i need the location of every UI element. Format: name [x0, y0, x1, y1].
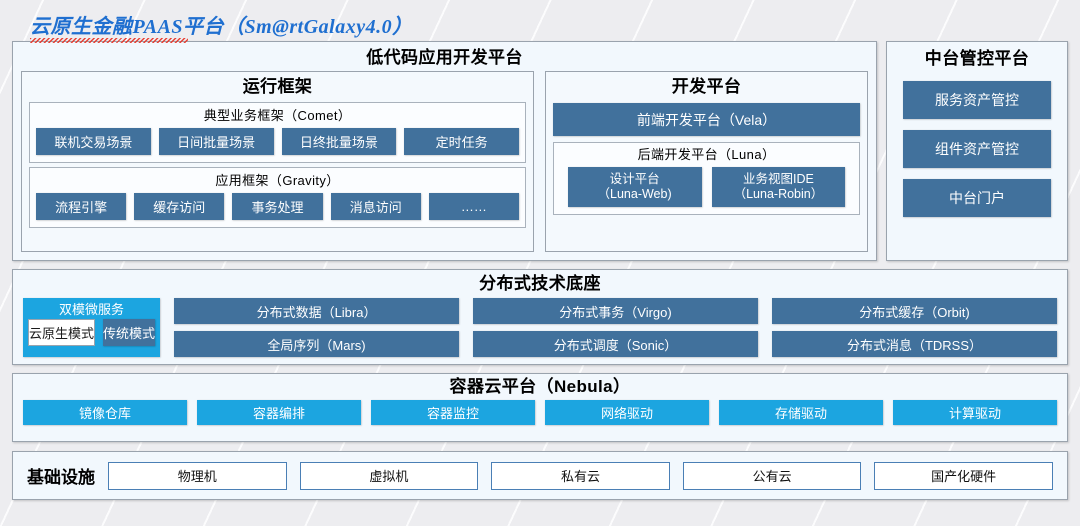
chip-luna-robin-line2: （Luna-Robin）	[733, 187, 824, 201]
chip-scheduled-task[interactable]: 定时任务	[404, 128, 519, 155]
chip-luna-robin[interactable]: 业务视图IDE （Luna-Robin）	[711, 167, 846, 207]
chip-physical-machine[interactable]: 物理机	[108, 461, 287, 490]
chip-process-engine[interactable]: 流程引擎	[36, 193, 127, 220]
development-platform-panel: 开发平台 前端开发平台（Vela） 后端开发平台（Luna） 设计平台 （Lun…	[545, 71, 868, 252]
gravity-framework-header: 应用框架（Gravity）	[215, 173, 340, 188]
chip-virtual-machine[interactable]: 虚拟机	[299, 461, 479, 490]
comet-framework-header: 典型业务框架（Comet）	[203, 108, 352, 123]
page-title: 云原生金融PAAS平台（Sm@rtGalaxy4.0）	[30, 10, 413, 43]
dualmode-microservice-group: 双模微服务 云原生模式 传统模式	[23, 298, 161, 357]
chip-storage-driver[interactable]: 存储驱动	[719, 400, 883, 425]
chip-luna-web-line2: （Luna-Web)	[597, 187, 672, 201]
chip-traditional-mode[interactable]: 传统模式	[103, 319, 156, 346]
chip-network-driver[interactable]: 网络驱动	[545, 400, 709, 425]
dualmode-microservice-items: 云原生模式 传统模式	[28, 319, 156, 346]
chip-global-sequence-mars[interactable]: 全局序列（Mars)	[174, 331, 460, 357]
distributed-tech-column-2: 分布式事务（Virgo) 分布式调度（Sonic）	[473, 298, 758, 357]
chip-public-cloud[interactable]: 公有云	[682, 461, 862, 490]
distributed-tech-column-3: 分布式缓存（Orbit) 分布式消息（TDRSS）	[772, 298, 1057, 357]
chip-private-cloud[interactable]: 私有云	[491, 461, 670, 490]
comet-framework-panel: 典型业务框架（Comet） 联机交易场景 日间批量场景 日终批量场景 定时任务	[29, 102, 526, 163]
chip-distributed-message-tdrss[interactable]: 分布式消息（TDRSS）	[772, 331, 1057, 357]
distributed-tech-header: 分布式技术底座	[479, 274, 601, 293]
chip-domestic-hardware[interactable]: 国产化硬件	[874, 461, 1053, 490]
spellcheck-underline-icon	[30, 37, 188, 43]
backend-dev-platform-header: 后端开发平台（Luna）	[637, 147, 776, 162]
chip-intraday-batch[interactable]: 日间批量场景	[158, 128, 274, 155]
chip-eod-batch[interactable]: 日终批量场景	[281, 128, 397, 155]
distributed-tech-grid: 双模微服务 云原生模式 传统模式 分布式数据（Libra） 全局序列（Mars)…	[23, 298, 1057, 357]
chip-cloud-native-mode[interactable]: 云原生模式	[28, 319, 96, 346]
midplatform-panel: 中台管控平台 服务资产管控 组件资产管控 中台门户	[886, 41, 1068, 261]
container-cloud-header: 容器云平台（Nebula）	[449, 377, 631, 396]
lowcode-platform-header: 低代码应用开发平台	[366, 48, 523, 67]
chip-transaction-processing[interactable]: 事务处理	[232, 193, 323, 220]
title-bar: 云原生金融PAAS平台（Sm@rtGalaxy4.0）	[8, 7, 1072, 43]
chip-distributed-data-libra[interactable]: 分布式数据（Libra）	[174, 298, 460, 324]
chip-luna-web[interactable]: 设计平台 （Luna-Web)	[567, 167, 702, 207]
chip-luna-web-line1: 设计平台	[609, 172, 660, 186]
backend-dev-platform-items: 设计平台 （Luna-Web) 业务视图IDE （Luna-Robin）	[561, 167, 852, 207]
chip-cache-access[interactable]: 缓存访问	[134, 193, 225, 220]
chip-midplatform-portal[interactable]: 中台门户	[903, 179, 1051, 217]
chip-distributed-scheduling-sonic[interactable]: 分布式调度（Sonic）	[473, 331, 758, 357]
chip-compute-driver[interactable]: 计算驱动	[893, 400, 1057, 425]
development-platform-header: 开发平台	[671, 77, 742, 96]
infrastructure-label: 基础设施	[27, 468, 95, 487]
chip-container-orchestration[interactable]: 容器编排	[197, 400, 361, 425]
chip-distributed-transaction-virgo[interactable]: 分布式事务（Virgo)	[473, 298, 758, 324]
chip-image-registry[interactable]: 镜像仓库	[23, 400, 187, 425]
chip-frontend-dev-platform[interactable]: 前端开发平台（Vela）	[553, 103, 860, 136]
page-title-text: 云原生金融PAAS平台（Sm@rtGalaxy4.0）	[30, 15, 413, 38]
container-cloud-items: 镜像仓库 容器编排 容器监控 网络驱动 存储驱动 计算驱动	[23, 400, 1057, 425]
runtime-framework-header: 运行框架	[242, 77, 313, 96]
container-cloud-panel: 容器云平台（Nebula） 镜像仓库 容器编排 容器监控 网络驱动 存储驱动 计…	[12, 373, 1068, 442]
infrastructure-panel: 基础设施 物理机 虚拟机 私有云 公有云 国产化硬件	[12, 451, 1068, 500]
gravity-framework-panel: 应用框架（Gravity） 流程引擎 缓存访问 事务处理 消息访问 ……	[29, 167, 526, 228]
chip-message-access[interactable]: 消息访问	[330, 193, 421, 220]
chip-service-asset-control[interactable]: 服务资产管控	[903, 81, 1051, 119]
chip-container-monitoring[interactable]: 容器监控	[371, 400, 535, 425]
distributed-tech-column-1: 分布式数据（Libra） 全局序列（Mars)	[174, 298, 460, 357]
chip-distributed-cache-orbit[interactable]: 分布式缓存（Orbit)	[772, 298, 1057, 324]
lowcode-platform-panel: 低代码应用开发平台 运行框架 典型业务框架（Comet） 联机交易场景 日间批量…	[12, 41, 877, 261]
dualmode-microservice-title: 双模微服务	[59, 302, 125, 317]
chip-luna-robin-line1: 业务视图IDE	[743, 172, 814, 186]
chip-online-transaction[interactable]: 联机交易场景	[36, 128, 151, 155]
gravity-framework-items: 流程引擎 缓存访问 事务处理 消息访问 ……	[36, 193, 520, 220]
backend-dev-platform-panel: 后端开发平台（Luna） 设计平台 （Luna-Web) 业务视图IDE （Lu…	[553, 142, 860, 215]
distributed-tech-panel: 分布式技术底座 双模微服务 云原生模式 传统模式 分布式数据（Libra） 全局…	[12, 269, 1068, 365]
chip-more-ellipsis[interactable]: ……	[428, 193, 520, 220]
chip-component-asset-control[interactable]: 组件资产管控	[903, 130, 1051, 168]
midplatform-header: 中台管控平台	[924, 49, 1030, 68]
top-region: 低代码应用开发平台 运行框架 典型业务框架（Comet） 联机交易场景 日间批量…	[8, 41, 1072, 261]
runtime-framework-panel: 运行框架 典型业务框架（Comet） 联机交易场景 日间批量场景 日终批量场景 …	[21, 71, 534, 252]
comet-framework-items: 联机交易场景 日间批量场景 日终批量场景 定时任务	[36, 128, 519, 155]
